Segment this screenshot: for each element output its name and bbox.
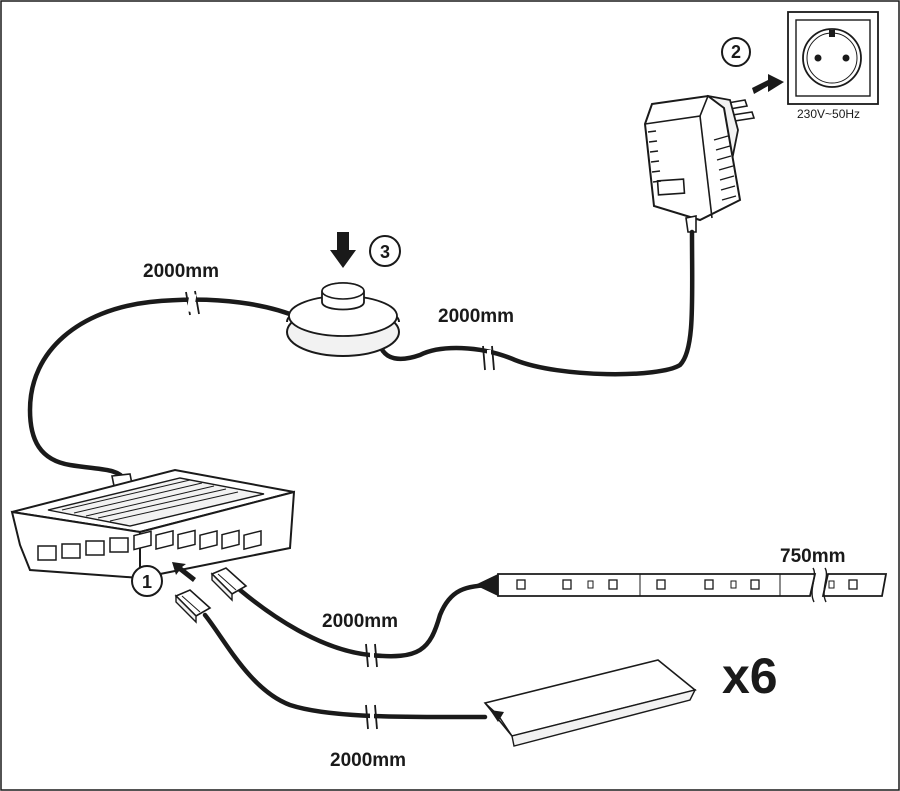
step-3-badge: 3 — [369, 235, 401, 267]
distributor-box-icon — [10, 468, 296, 580]
cable-length-label-led-strip: 2000mm — [322, 611, 398, 632]
plug-in-arrow-icon — [752, 74, 784, 94]
cable-adapter-to-switch — [377, 229, 695, 377]
cable-switch-to-distributor — [27, 297, 303, 483]
sensor-profile-icon — [483, 659, 697, 747]
step-1-number: 1 — [142, 572, 152, 592]
cable-to-sensor — [202, 612, 488, 720]
cable-length-label-switch-left: 2000mm — [143, 261, 219, 282]
connector-plug-lower-icon — [174, 589, 212, 624]
led-strip-icon — [475, 567, 888, 603]
cable-to-led-strip — [237, 582, 498, 659]
step-3-number: 3 — [380, 242, 390, 262]
insert-arrow-icon — [172, 562, 196, 582]
foot-switch-icon — [286, 282, 400, 357]
press-arrow-icon — [330, 232, 356, 268]
step-2-badge: 2 — [721, 37, 751, 67]
strip-length-label: 750mm — [780, 546, 846, 567]
cable-length-label-sensor: 2000mm — [330, 750, 406, 771]
quantity-label: x6 — [722, 648, 778, 704]
wall-socket-icon — [787, 11, 879, 105]
step-1-badge: 1 — [131, 565, 163, 597]
voltage-label: 230V~50Hz — [797, 107, 860, 121]
cable-length-label-switch-right: 2000mm — [438, 306, 514, 327]
connector-plug-upper-icon — [210, 567, 248, 602]
cable-break-marks — [185, 290, 495, 730]
step-2-number: 2 — [731, 42, 741, 62]
power-adapter-icon — [643, 94, 756, 233]
